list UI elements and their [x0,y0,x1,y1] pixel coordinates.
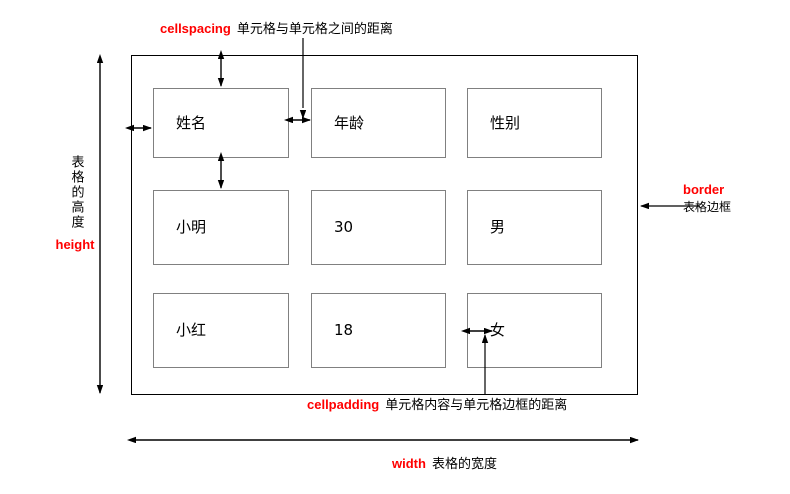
cell-text: 年龄 [334,113,365,132]
table-cell-r1c0: 小明 [153,190,289,265]
cellpadding-keyword: cellpadding [307,397,380,412]
table-cell-r2c0: 小红 [153,293,289,368]
cell-text: 性别 [490,113,521,132]
table-cell-r0c2: 性别 [467,88,602,158]
cellspacing-keyword: cellspacing [160,21,231,36]
table-cell-r1c1: 30 [311,190,446,265]
border-description: 表格边框 [683,199,732,214]
border-keyword: border [683,182,725,197]
cell-text: 男 [490,218,506,236]
width-keyword: width [392,456,426,471]
cellpadding-description: 单元格内容与单元格边框的距离 [385,398,568,413]
height-description: 表格的高度 [68,155,84,230]
cell-text: 小明 [176,218,207,236]
table-outer-border [131,55,638,395]
table-cell-r2c2: 女 [467,293,602,368]
table-cell-r2c1: 18 [311,293,446,368]
cell-text: 小红 [176,321,207,339]
annotation-border: border 表格边框 [683,182,732,215]
height-keyword: height [55,237,95,252]
cell-text: 女 [490,321,506,339]
annotation-cellspacing: cellspacing 单元格与单元格之间的距离 [160,20,393,38]
cell-text: 姓名 [176,113,207,132]
annotation-width: width 表格的宽度 [392,455,497,473]
table-cell-r0c1: 年龄 [311,88,446,158]
width-description: 表格的宽度 [431,457,497,472]
cellspacing-description: 单元格与单元格之间的距离 [236,22,393,37]
cell-text: 30 [334,218,354,236]
annotation-cellpadding: cellpadding 单元格内容与单元格边框的距离 [307,396,567,414]
table-cell-r0c0: 姓名 [153,88,289,158]
annotation-height: 表格的高度 height [55,155,95,253]
cell-text: 18 [334,321,354,339]
table-cell-r1c2: 男 [467,190,602,265]
